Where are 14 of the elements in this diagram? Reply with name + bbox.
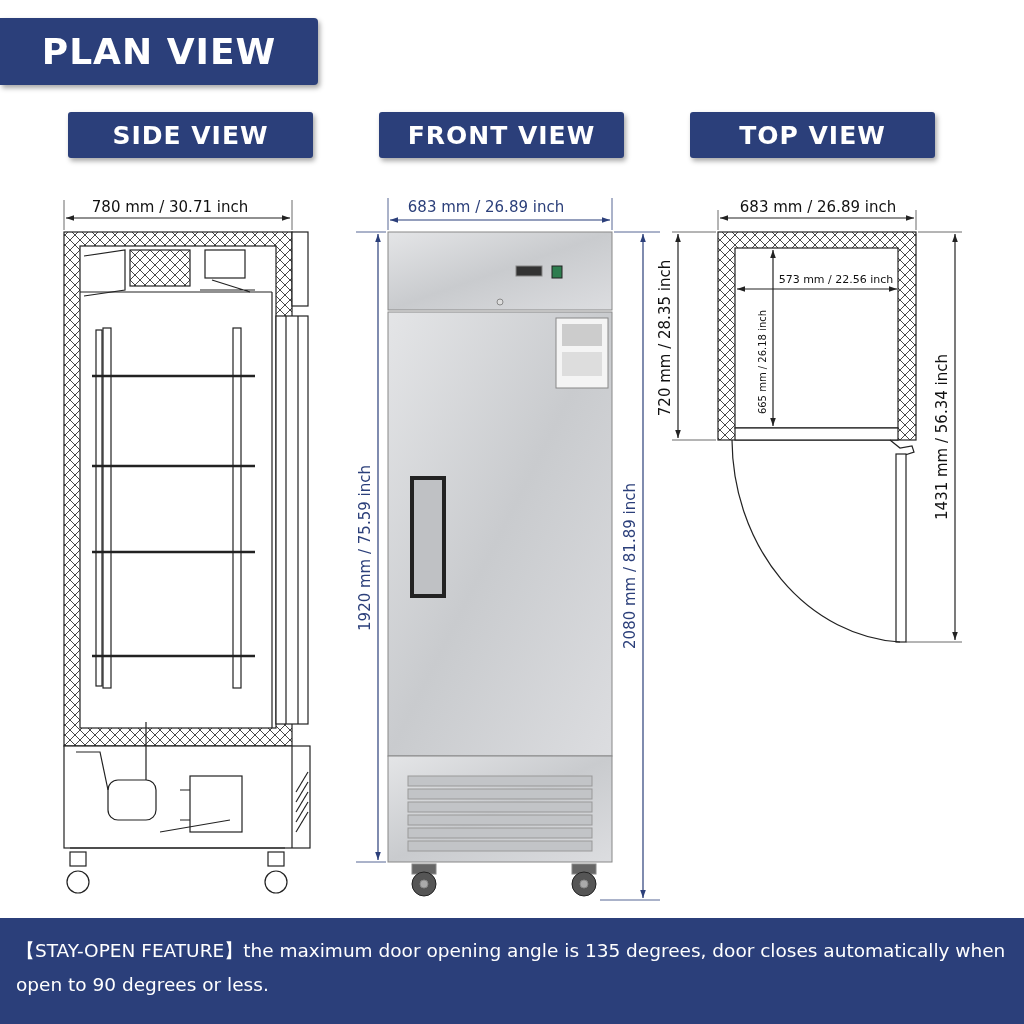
dimension-label: 573 mm / 22.56 inch: [778, 273, 894, 285]
view-heading: FRONT VIEW: [379, 112, 624, 158]
dimension-label: 2080 mm / 81.89 inch: [622, 483, 638, 649]
dimension-label: 780 mm / 30.71 inch: [91, 199, 249, 215]
view-heading: SIDE VIEW: [68, 112, 313, 158]
title-banner: PLAN VIEW: [0, 18, 318, 85]
dimension-label: 683 mm / 26.89 inch: [407, 199, 565, 215]
dimension-label: 720 mm / 28.35 inch: [657, 259, 673, 417]
caption-banner: 【STAY-OPEN FEATURE】the maximum door opening angle is 135 degrees, door closes automatically when open to 90 degrees or less.: [0, 918, 1024, 1024]
dimension-label: 1920 mm / 75.59 inch: [357, 465, 373, 631]
view-heading: TOP VIEW: [690, 112, 935, 158]
dimension-label: 1431 mm / 56.34 inch: [934, 354, 950, 520]
dimension-label: 683 mm / 26.89 inch: [739, 199, 897, 215]
dimension-label: 665 mm / 26.18 inch: [758, 309, 768, 415]
